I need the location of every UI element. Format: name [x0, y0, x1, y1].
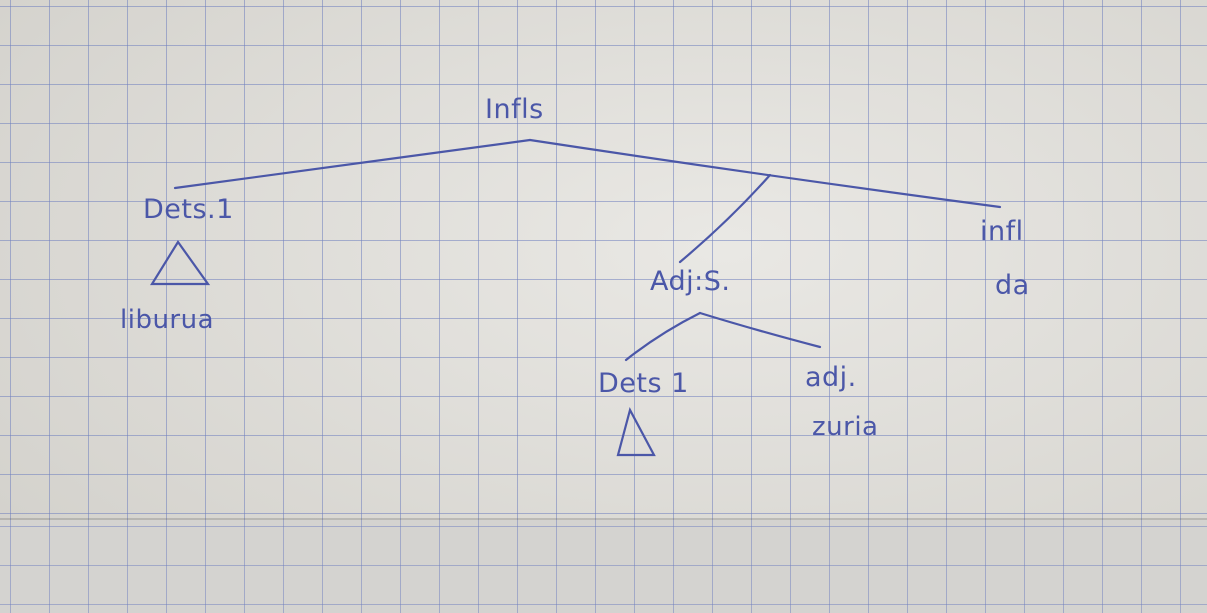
- edge-adjs-to-adj: [698, 311, 822, 349]
- edge-adjs-to-dets: [624, 311, 702, 362]
- leaf-liburua: liburua: [120, 305, 215, 335]
- node-root: Infls: [485, 94, 544, 125]
- edge-root-to-dets: [173, 138, 532, 190]
- leaf-da: da: [995, 270, 1030, 301]
- triangle-icon: [616, 407, 656, 457]
- node-adj: adj.: [805, 362, 857, 393]
- node-infl: infl: [980, 216, 1024, 247]
- node-dets-top: Dets.1: [143, 194, 234, 225]
- node-adjs: Adj:S.: [650, 266, 731, 297]
- lower-grid-paper: [0, 520, 1207, 613]
- edge-root-to-adjs: [678, 173, 772, 264]
- edge-root-to-infl: [528, 138, 1002, 209]
- triangle-icon: [150, 240, 211, 286]
- node-dets-bottom: Dets 1: [598, 368, 689, 399]
- leaf-zuria: zuria: [812, 412, 879, 442]
